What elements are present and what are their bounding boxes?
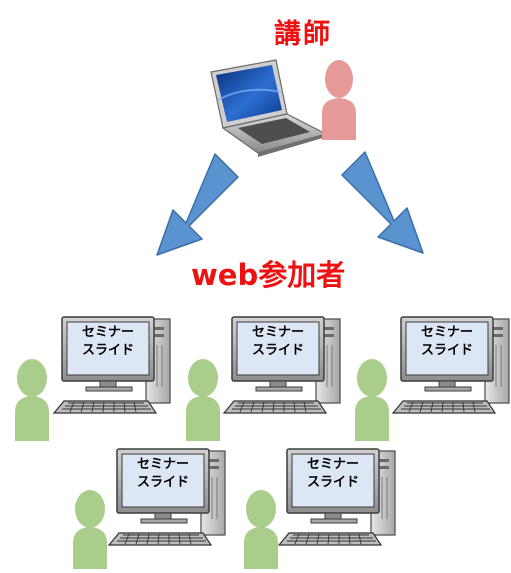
arrow-icon-right [341, 151, 424, 254]
participant-station-1 [15, 316, 171, 441]
person-icon-lecturer [322, 60, 356, 140]
participant-station-2 [186, 316, 341, 441]
laptop-icon [210, 59, 328, 157]
participants-group [15, 316, 510, 569]
arrow-icon-left [156, 153, 239, 256]
participant-station-3 [355, 316, 510, 441]
participant-station-5 [244, 448, 396, 569]
participant-station-4 [73, 448, 226, 569]
